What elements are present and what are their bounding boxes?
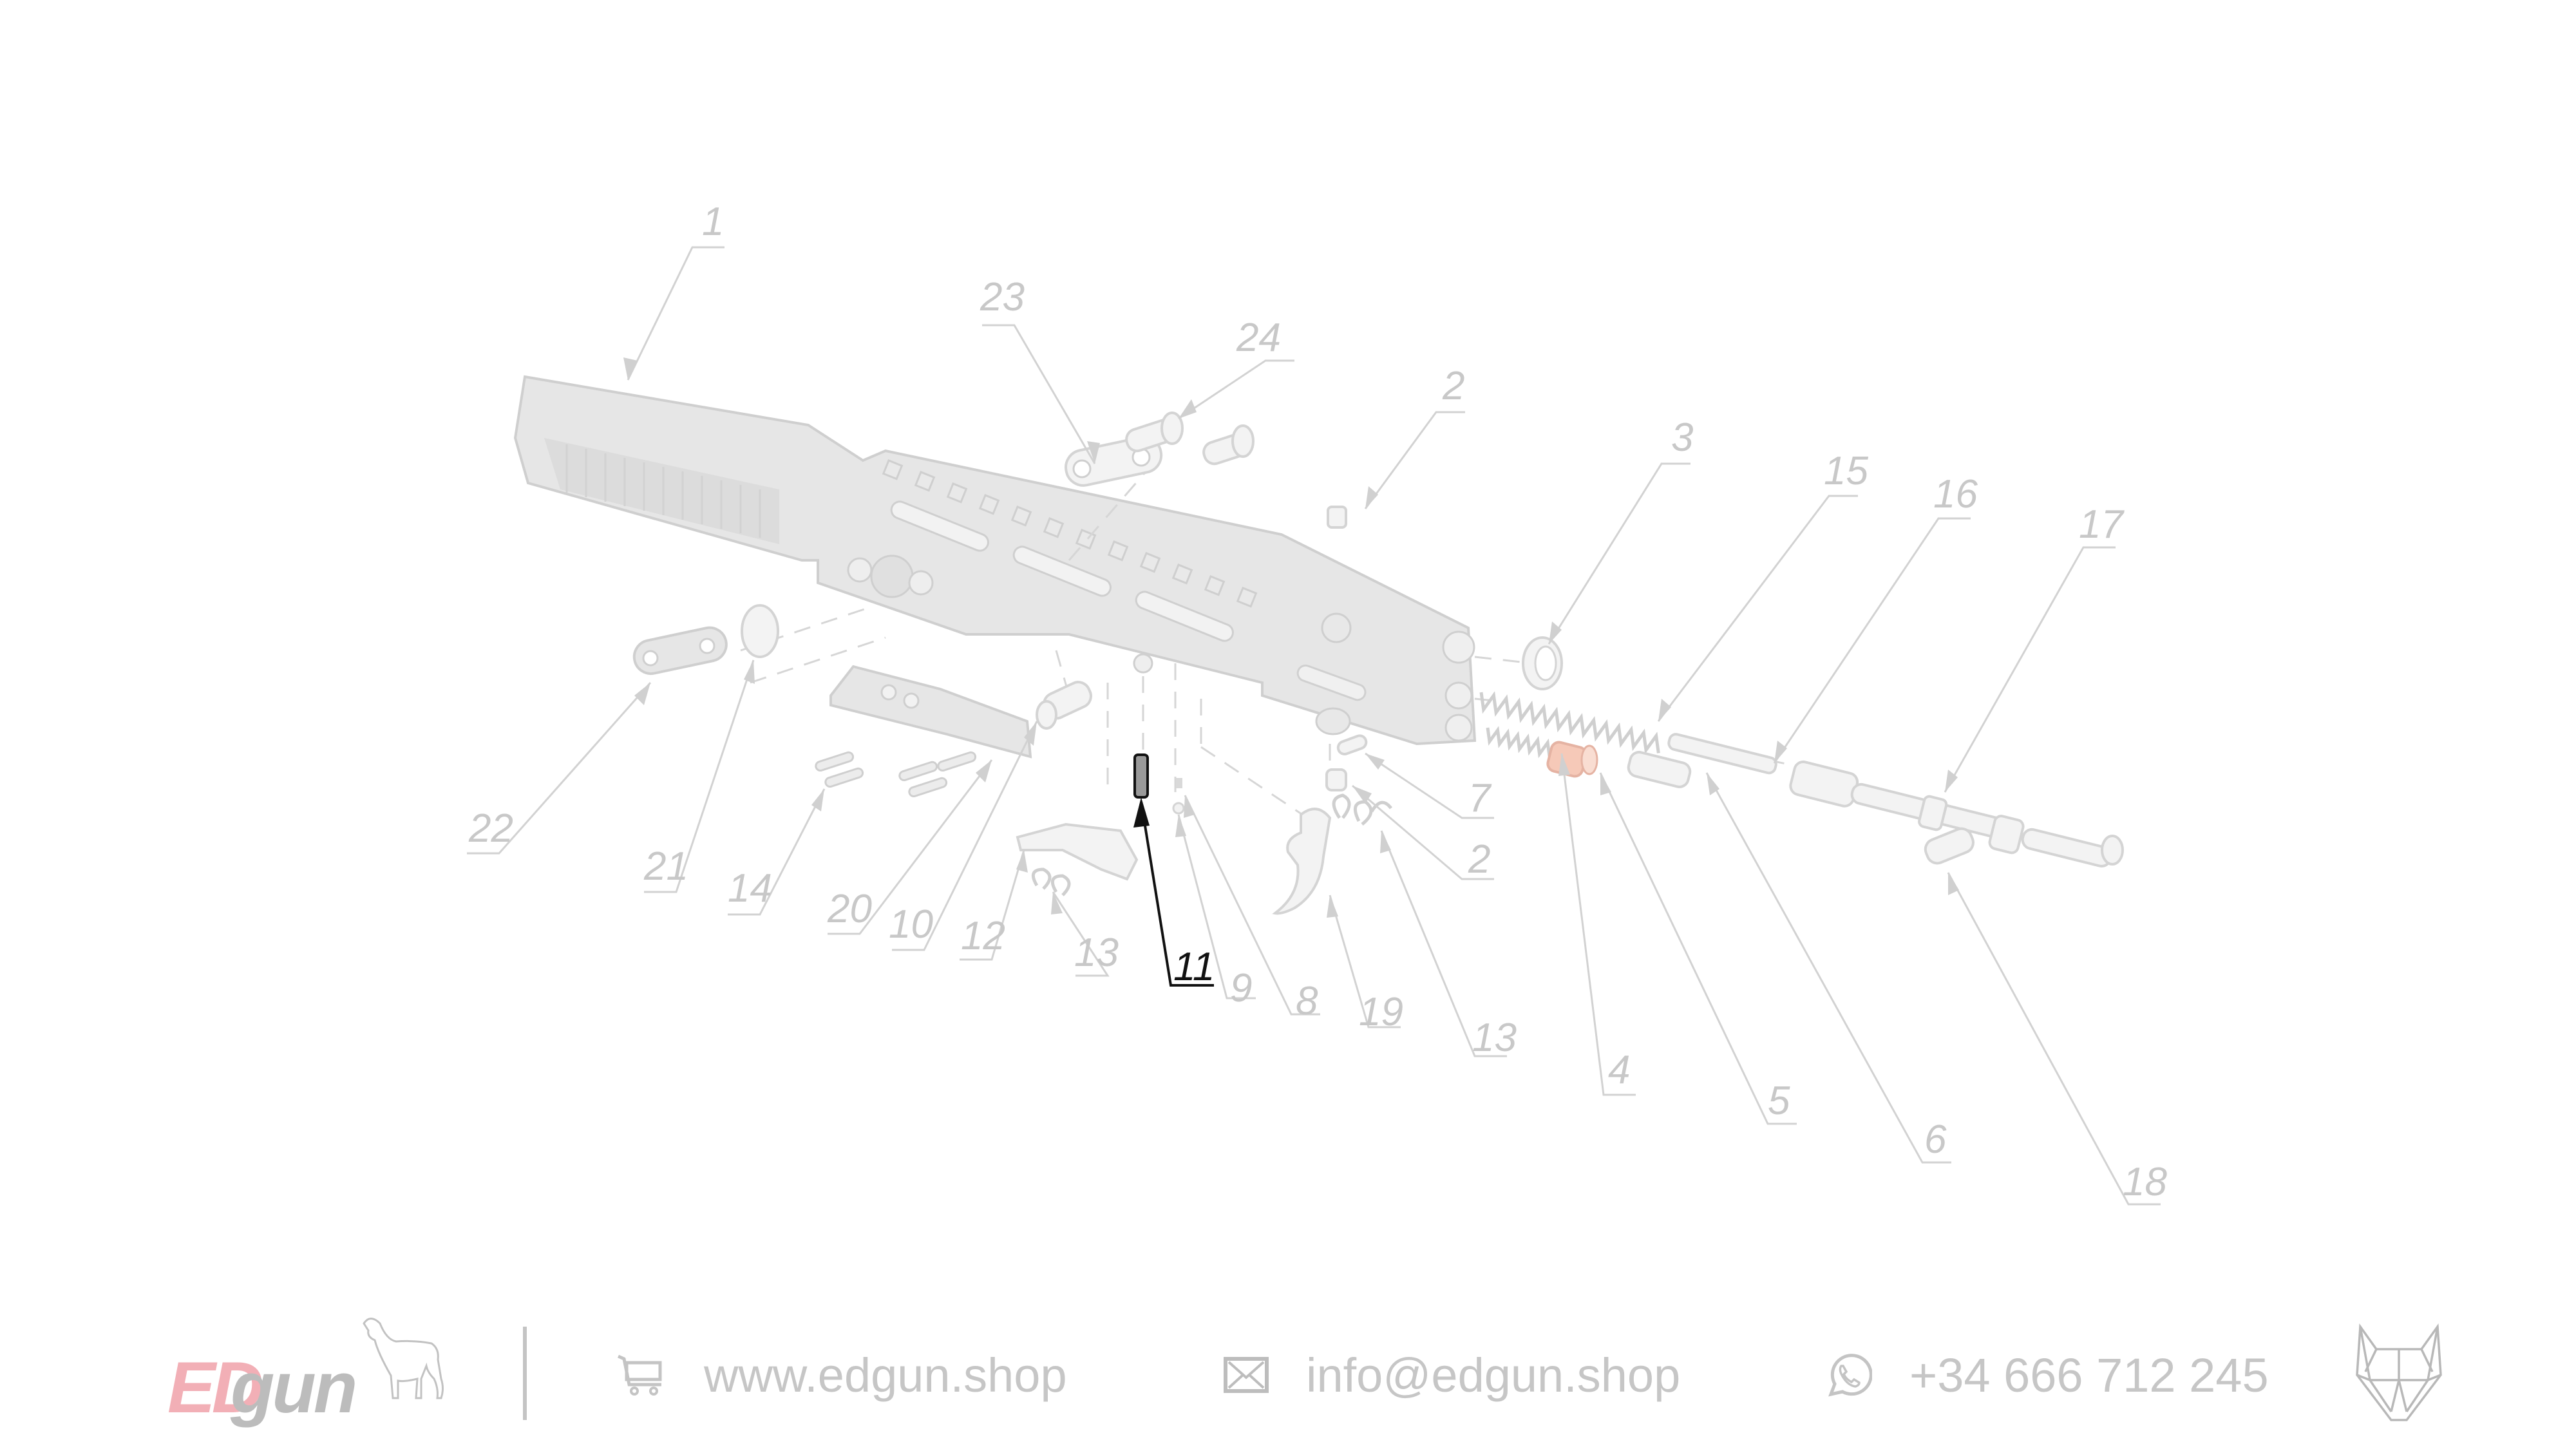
label-17: 17 — [2079, 502, 2125, 547]
label-19: 19 — [1359, 990, 1403, 1034]
website-text: www.edgun.shop — [704, 1348, 1067, 1402]
part-10-pin — [1036, 681, 1092, 730]
part-7-pin — [1336, 734, 1368, 755]
label-15: 15 — [1824, 449, 1868, 493]
part-16-rod — [1667, 733, 1777, 775]
label-13-left: 13 — [1074, 931, 1119, 975]
label-18: 18 — [2123, 1160, 2167, 1204]
label-21: 21 — [643, 844, 688, 889]
wolf-head-icon — [2356, 1323, 2442, 1421]
label-13-right: 13 — [1472, 1016, 1517, 1060]
label-20: 20 — [827, 887, 872, 931]
label-2-top: 2 — [1442, 364, 1464, 408]
label-10: 10 — [889, 902, 933, 947]
label-6: 6 — [1924, 1117, 1947, 1162]
cart-icon — [617, 1354, 662, 1396]
part-labels: 1 2 2 3 4 5 6 7 8 9 10 11 12 13 13 14 15… — [468, 200, 2167, 1204]
part-5-bushing-accent — [1546, 741, 1598, 778]
label-12: 12 — [961, 914, 1005, 958]
label-24: 24 — [1236, 316, 1281, 360]
label-9: 9 — [1230, 966, 1252, 1010]
exploded-parts-diagram: 1 2 2 3 4 5 6 7 8 9 10 11 12 13 13 14 15… — [467, 200, 2167, 1206]
part-2-set-screw — [1327, 506, 1347, 529]
email-text: info@edgun.shop — [1306, 1348, 1681, 1402]
label-14: 14 — [728, 866, 772, 911]
part-15-spring — [1479, 691, 1660, 755]
label-3: 3 — [1671, 415, 1693, 460]
part-18-screw — [1924, 827, 1975, 865]
phone-text: +34 666 712 245 — [1909, 1348, 2269, 1402]
dog-icon — [363, 1318, 444, 1399]
logo-gun-text: gun — [231, 1347, 357, 1428]
leader-lines — [467, 246, 2161, 1206]
footer-divider — [523, 1327, 527, 1420]
label-23: 23 — [980, 275, 1025, 319]
label-11-highlighted: 11 — [1173, 945, 1215, 989]
label-5: 5 — [1768, 1079, 1790, 1123]
email-link[interactable]: info@edgun.shop — [1224, 1343, 1680, 1407]
part-12-sear — [1016, 822, 1139, 881]
arrowheads — [623, 357, 1959, 918]
part-22-plate — [632, 626, 728, 676]
part-17-hammer-assembly — [1789, 760, 2124, 868]
part-21-cap — [741, 604, 779, 658]
label-7: 7 — [1468, 776, 1492, 820]
part-8-spring — [1176, 778, 1182, 788]
envelope-icon — [1224, 1357, 1269, 1393]
part-14-pins — [815, 751, 977, 797]
part-1-receiver — [513, 375, 1477, 746]
part-2-set-screw-lower — [1325, 768, 1347, 791]
part-13-spring-left — [1031, 867, 1071, 896]
part-4-spring — [1486, 726, 1551, 759]
part-20-block — [829, 665, 1032, 759]
logo-ed-text: ED — [167, 1347, 264, 1428]
edgun-logo[interactable]: ED gun — [161, 1314, 457, 1430]
whatsapp-icon — [1828, 1354, 1872, 1397]
label-1: 1 — [702, 200, 724, 244]
part-6-valve-pin — [1627, 750, 1692, 788]
label-8: 8 — [1296, 979, 1318, 1023]
phone-link[interactable]: +34 666 712 245 — [1826, 1343, 2269, 1407]
part-9-ball — [1172, 802, 1185, 815]
part-11-pin-highlighted — [1133, 753, 1149, 799]
website-link[interactable]: www.edgun.shop — [615, 1343, 1067, 1407]
label-16: 16 — [1933, 472, 1978, 516]
label-22: 22 — [468, 806, 513, 851]
label-2-lower: 2 — [1468, 837, 1490, 882]
part-19-trigger — [1272, 808, 1332, 915]
part-24-pins — [1125, 412, 1255, 466]
label-4: 4 — [1608, 1048, 1630, 1092]
